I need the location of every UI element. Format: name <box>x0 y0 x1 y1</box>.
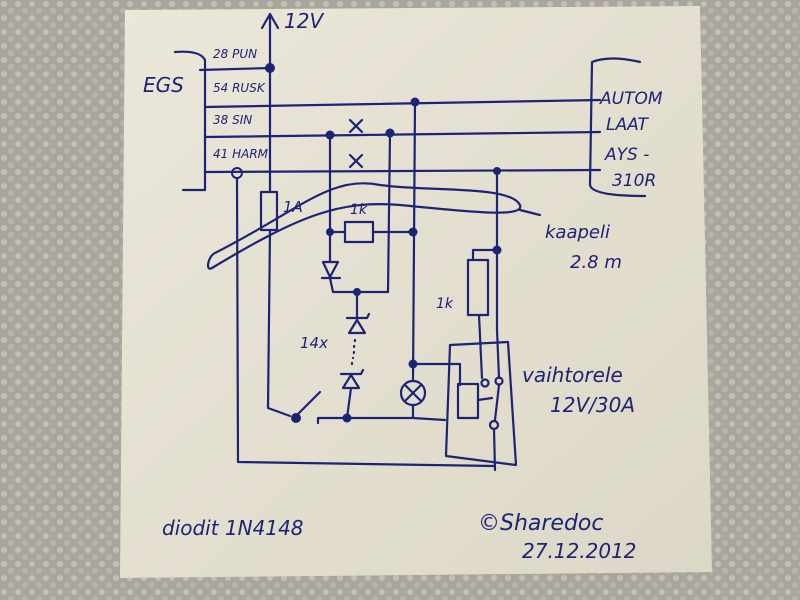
zener-diode-icon <box>339 368 365 420</box>
sticky-note <box>120 6 712 578</box>
lamp-icon <box>399 379 427 407</box>
zener-diode-icon <box>345 290 371 335</box>
supply-12v: 12V <box>260 9 324 68</box>
automat-line-2: LAAT <box>606 115 649 135</box>
cable-loop: kaapeli 2.8 m <box>206 182 622 273</box>
relay-rating: 12V/30A <box>550 393 635 417</box>
relay-label: vaihtorele <box>522 363 623 387</box>
diode-count-label: 14x <box>300 334 328 352</box>
pin-label-54: 54 RUSK <box>213 81 266 95</box>
automat-line-3: AYS - <box>604 145 649 165</box>
pin-label-41: 41 HARM <box>213 147 269 161</box>
relay-branch: 1k vaihtorele 12V/30A <box>235 169 635 472</box>
automat-line-1: AUTOM <box>599 89 663 109</box>
cable-label: kaapeli <box>545 222 610 243</box>
diode-icon <box>320 260 342 280</box>
copyright-signature: ©Sharedoc <box>478 511 604 536</box>
resistor-1k-top <box>343 220 375 244</box>
supply-label: 12V <box>284 9 324 33</box>
switch <box>296 390 322 416</box>
lamp-branch <box>399 100 462 422</box>
automat-line-4: 310R <box>612 171 656 191</box>
fuse-1a <box>259 190 279 232</box>
date-note: 27.12.2012 <box>522 539 637 563</box>
egs-connector: EGS 28 PUN 54 RUSK 38 SIN 41 HARM <box>143 47 269 192</box>
resistor-right-label: 1k <box>436 296 454 312</box>
automat-connector: AUTOM LAAT AYS - 310R <box>588 57 663 198</box>
diode-type-note: diodit 1N4148 <box>162 516 304 540</box>
pin-label-28: 28 PUN <box>213 47 257 61</box>
relay-box <box>444 340 518 467</box>
egs-label: EGS <box>143 73 184 97</box>
cable-length: 2.8 m <box>570 252 622 273</box>
crossing-marks <box>348 118 364 169</box>
pin-label-38: 38 SIN <box>213 113 252 127</box>
footer-notes: diodit 1N4148 ©Sharedoc 27.12.2012 <box>162 511 637 563</box>
